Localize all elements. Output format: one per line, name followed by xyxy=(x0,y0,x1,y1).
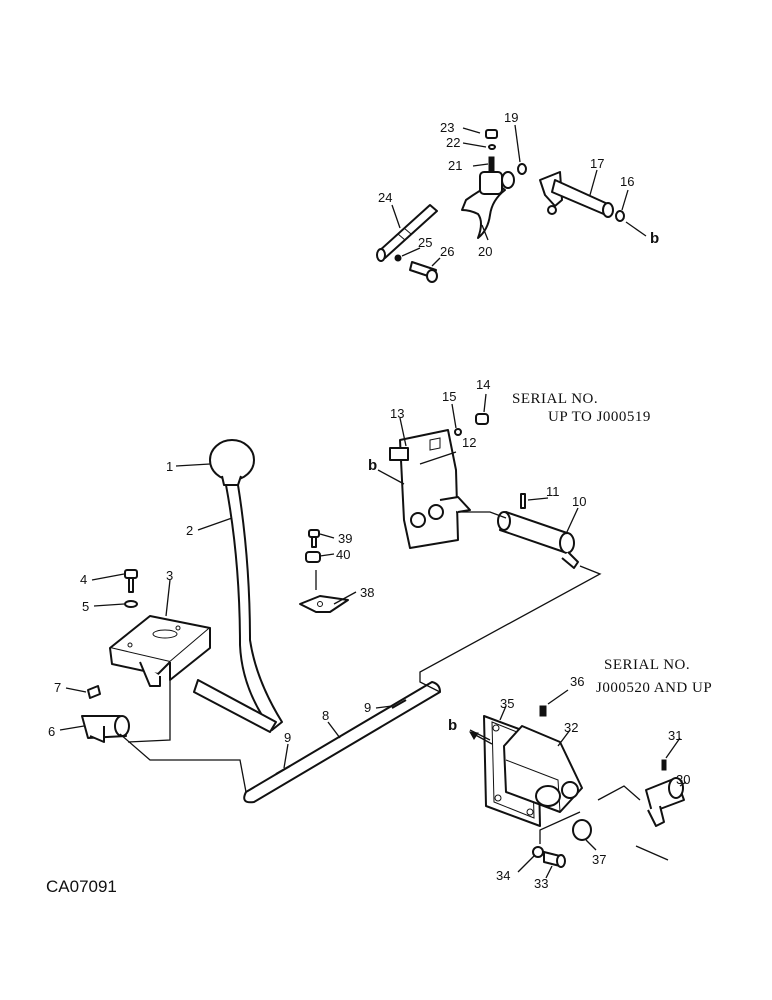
part-26-bolt xyxy=(409,261,438,283)
part-3-bracket xyxy=(109,615,211,687)
part-21-bolt xyxy=(488,156,495,172)
part-30-sleeve xyxy=(645,777,685,827)
part-19-o-ring xyxy=(517,163,527,175)
part-22-washer xyxy=(488,144,496,150)
callout-37: 37 xyxy=(592,852,606,867)
callout-40: 40 xyxy=(336,547,350,562)
callout-19: 19 xyxy=(504,110,518,125)
callout-7: 7 xyxy=(54,680,61,695)
callout-14: 14 xyxy=(476,377,490,392)
part-33-bolt xyxy=(543,851,566,868)
callout-23: 23 xyxy=(440,120,454,135)
reference-letters: b b b xyxy=(368,230,659,745)
part-23-nut xyxy=(485,129,498,139)
callout-17: 17 xyxy=(590,156,604,171)
part-5-washer xyxy=(124,600,138,608)
callout-16: 16 xyxy=(620,174,634,189)
callout-35: 35 xyxy=(500,696,514,711)
callout-10: 10 xyxy=(572,494,586,509)
serial-note-lower-line2: J000520 AND UP xyxy=(596,680,712,696)
part-20-shift-fork xyxy=(461,171,515,239)
callout-34: 34 xyxy=(496,868,510,883)
callout-labels: 1 2 3 4 5 6 7 8 9 9 10 11 12 13 14 15 16… xyxy=(48,110,690,891)
callout-20: 20 xyxy=(478,244,492,259)
callout-8: 8 xyxy=(322,708,329,723)
arrow-head-b-lower xyxy=(469,731,479,740)
callout-36: 36 xyxy=(570,674,584,689)
callout-15: 15 xyxy=(442,389,456,404)
callout-25: 25 xyxy=(418,235,432,250)
part-38-clip xyxy=(299,595,349,613)
callout-11: 11 xyxy=(546,484,560,499)
part-15-washer xyxy=(454,428,462,436)
callout-2: 2 xyxy=(186,523,193,538)
part-1-knob xyxy=(209,439,255,486)
callout-38: 38 xyxy=(360,585,374,600)
ref-letter-b-middle: b xyxy=(368,457,377,474)
part-7-pin xyxy=(87,685,101,699)
callout-3: 3 xyxy=(166,568,173,583)
callout-39: 39 xyxy=(338,531,352,546)
part-36-bolt xyxy=(539,705,547,717)
part-13-bracket xyxy=(389,447,409,461)
callout-33: 33 xyxy=(534,876,548,891)
figure-code: CA07091 xyxy=(46,877,117,896)
part-25-nut xyxy=(394,254,402,262)
callout-9a: 9 xyxy=(284,730,291,745)
callout-31: 31 xyxy=(668,728,682,743)
part-24-shift-rod xyxy=(376,204,438,262)
callout-13: 13 xyxy=(390,406,404,421)
callout-26: 26 xyxy=(440,244,454,259)
callout-22: 22 xyxy=(446,135,460,150)
shift-lever-linkage xyxy=(59,393,602,804)
part-14-bolt xyxy=(475,413,489,425)
part-9-pin xyxy=(275,699,407,775)
part-32-housing xyxy=(503,725,583,813)
serial-note-upper-line2: UP TO J000519 xyxy=(548,409,651,425)
part-40-nut xyxy=(305,551,321,563)
part-11-pin xyxy=(520,493,526,509)
callout-5: 5 xyxy=(82,599,89,614)
callout-12: 12 xyxy=(462,435,476,450)
part-31-pin xyxy=(661,759,667,771)
serial-note-lower: SERIAL NO. J000520 AND UP xyxy=(596,657,712,696)
callout-9b: 9 xyxy=(364,700,371,715)
callout-21: 21 xyxy=(448,158,462,173)
part-39-bolt xyxy=(308,529,320,548)
part-16-o-ring xyxy=(615,210,625,222)
callout-6: 6 xyxy=(48,724,55,739)
part-2-shift-lever xyxy=(193,484,283,733)
serial-note-lower-line1: SERIAL NO. xyxy=(604,657,690,673)
serial-note-upper-line1: SERIAL NO. xyxy=(512,391,598,407)
callout-32: 32 xyxy=(564,720,578,735)
callout-1: 1 xyxy=(166,459,173,474)
shift-fork-assembly xyxy=(376,124,647,283)
ref-letter-b-lower: b xyxy=(448,717,457,734)
callout-30: 30 xyxy=(676,772,690,787)
serial-note-upper: SERIAL NO. UP TO J000519 xyxy=(512,391,651,425)
callout-4: 4 xyxy=(80,572,87,587)
part-8-shift-rod xyxy=(243,681,441,804)
callout-24: 24 xyxy=(378,190,392,205)
part-17-lever-shaft xyxy=(539,171,614,218)
part-6-pivot xyxy=(81,715,130,743)
part-34-washer xyxy=(532,846,544,858)
later-serial-assembly xyxy=(469,689,687,879)
part-4-bolt xyxy=(124,569,138,593)
ref-letter-b-top: b xyxy=(650,230,659,247)
part-10-sleeve xyxy=(497,511,579,569)
part-37-bushing xyxy=(572,819,592,841)
part-12-bracket-plate xyxy=(399,429,471,549)
